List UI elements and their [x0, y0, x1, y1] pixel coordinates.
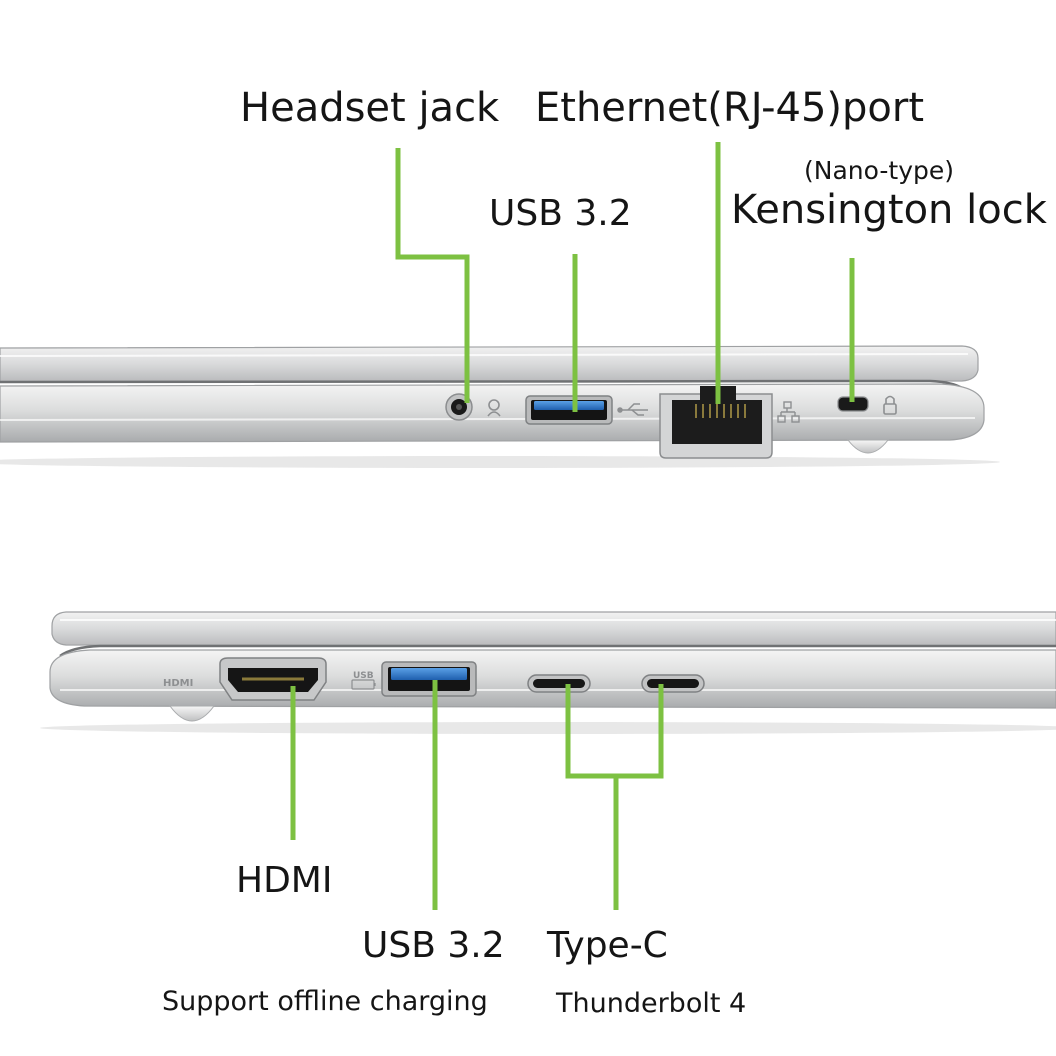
- left-side-laptop: [40, 611, 1056, 734]
- label-usb-note: Support offline charging: [162, 986, 488, 1017]
- network-icon: [777, 401, 800, 423]
- label-kensington-lock: Kensington lock: [731, 187, 1047, 233]
- leader-headset-jack: [395, 148, 470, 403]
- usb-icon: [617, 403, 648, 416]
- headset-icon: [487, 399, 501, 417]
- hdmi-engraving: HDMI: [163, 678, 193, 689]
- label-ethernet-port: Ethernet(RJ-45)port: [535, 85, 925, 131]
- right-side-laptop: [0, 345, 1000, 468]
- lid: [0, 345, 979, 383]
- label-kensington-note: (Nano-type): [804, 156, 954, 185]
- battery-icon: [351, 679, 376, 690]
- label-type-c: Type-C: [547, 925, 668, 966]
- label-headset-jack: Headset jack: [240, 85, 500, 131]
- leader-type-c: [565, 684, 664, 910]
- usb-engraving: USB: [353, 671, 374, 681]
- lid: [51, 611, 1056, 647]
- lock-icon: [883, 395, 897, 415]
- leader-lines: [290, 142, 855, 910]
- label-hdmi: HDMI: [236, 860, 333, 901]
- label-usb-bottom: USB 3.2: [362, 925, 505, 966]
- label-usb-top: USB 3.2: [489, 193, 632, 234]
- label-type-c-note: Thunderbolt 4: [556, 988, 747, 1019]
- rubber-foot: [169, 705, 215, 722]
- rubber-foot: [846, 439, 890, 454]
